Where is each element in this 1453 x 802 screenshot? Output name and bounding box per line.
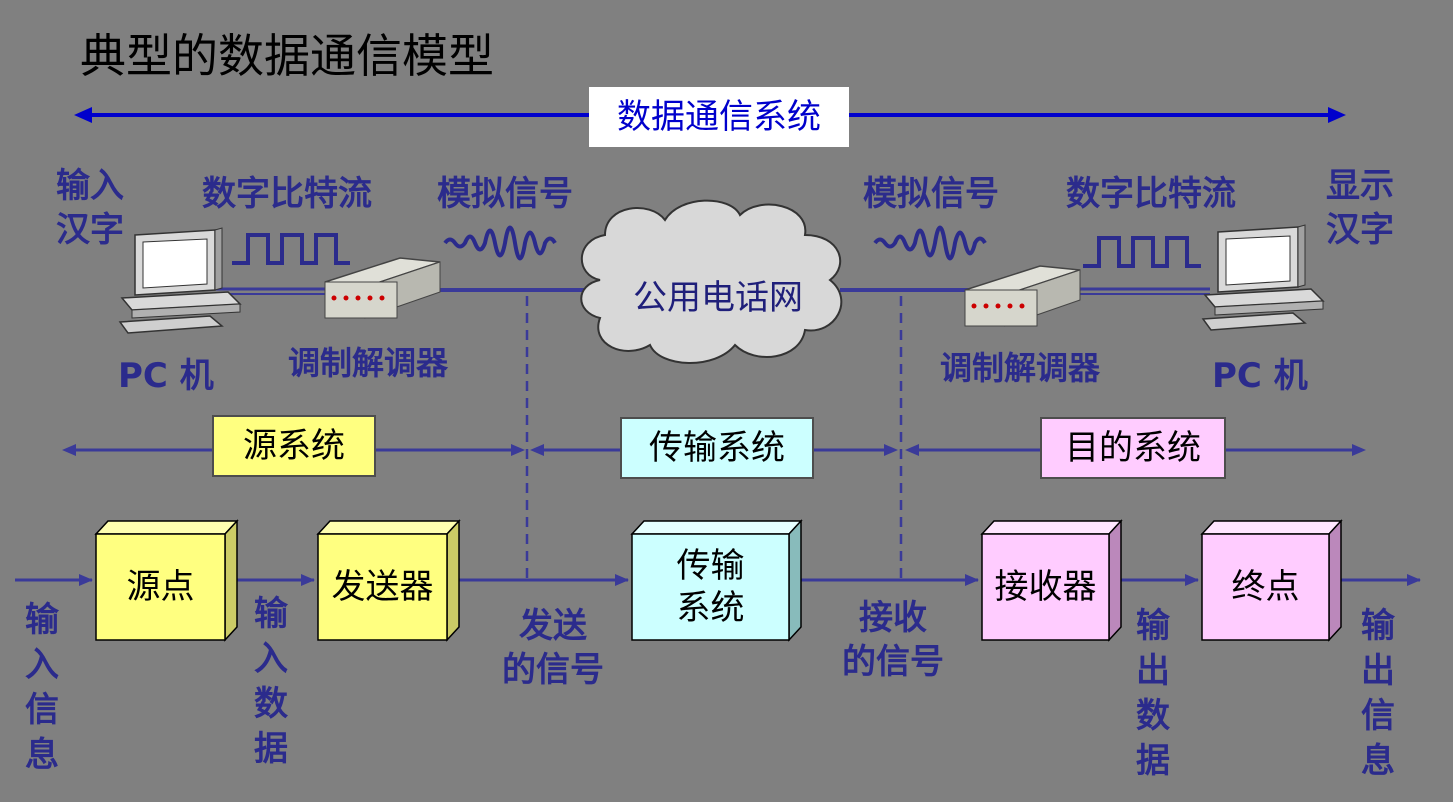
transmitter-label: 发送器: [331, 567, 434, 607]
destination-point-label: 终点: [1231, 567, 1300, 607]
page-title: 典型的数据通信模型: [80, 29, 494, 83]
analog-wave-left: [443, 225, 557, 261]
input-data-label: 输入数据: [254, 594, 288, 769]
source-point-label: 源点: [126, 567, 195, 607]
block-transmission: [630, 519, 803, 642]
sent-signal-label: 发送 的信号: [502, 606, 604, 690]
transmission-system-box: 传输系统: [620, 417, 814, 479]
bitstream-left-label: 数字比特流: [202, 174, 372, 214]
analog-right-label: 模拟信号: [863, 174, 999, 214]
network-line: [215, 287, 1210, 295]
public-telephone-network-cloud: [580, 199, 843, 364]
destination-system-box: 目的系统: [1040, 417, 1226, 479]
bitstream-right-label: 数字比特流: [1066, 174, 1236, 214]
modem-left-icon: [324, 257, 441, 319]
output-info-label: 输出信息: [1361, 606, 1395, 781]
input-info-label: 输入信息: [25, 600, 59, 775]
block-destination-point: [1200, 519, 1343, 642]
modem-left-label: 调制解调器: [288, 344, 449, 382]
bitstream-wave-left: [232, 233, 350, 265]
network-label: 公用电话网: [633, 278, 803, 318]
modem-right-icon: [964, 265, 1081, 327]
input-chars-label: 输入 汉字: [56, 166, 124, 250]
modem-right-label: 调制解调器: [940, 349, 1101, 387]
output-chars-label: 显示 汉字: [1326, 166, 1394, 250]
source-system-box: 源系统: [212, 415, 376, 477]
analog-left-label: 模拟信号: [437, 174, 573, 214]
block-transmitter: [316, 519, 461, 642]
block-receiver: [980, 519, 1123, 642]
pc-left-label: PC 机: [118, 356, 214, 396]
pc-left-icon: [118, 227, 242, 334]
pc-right-label: PC 机: [1212, 356, 1308, 396]
transmission-block-label: 传输 系统: [676, 546, 745, 628]
data-communication-system-label: 数据通信系统: [589, 87, 849, 147]
received-signal-label: 接收 的信号: [842, 598, 944, 682]
pc-right-icon: [1201, 224, 1325, 331]
analog-wave-right: [873, 225, 987, 261]
block-source-point: [94, 519, 239, 642]
bitstream-wave-right: [1083, 236, 1201, 268]
output-data-label: 输出数据: [1136, 606, 1170, 781]
receiver-label: 接收器: [994, 567, 1097, 607]
